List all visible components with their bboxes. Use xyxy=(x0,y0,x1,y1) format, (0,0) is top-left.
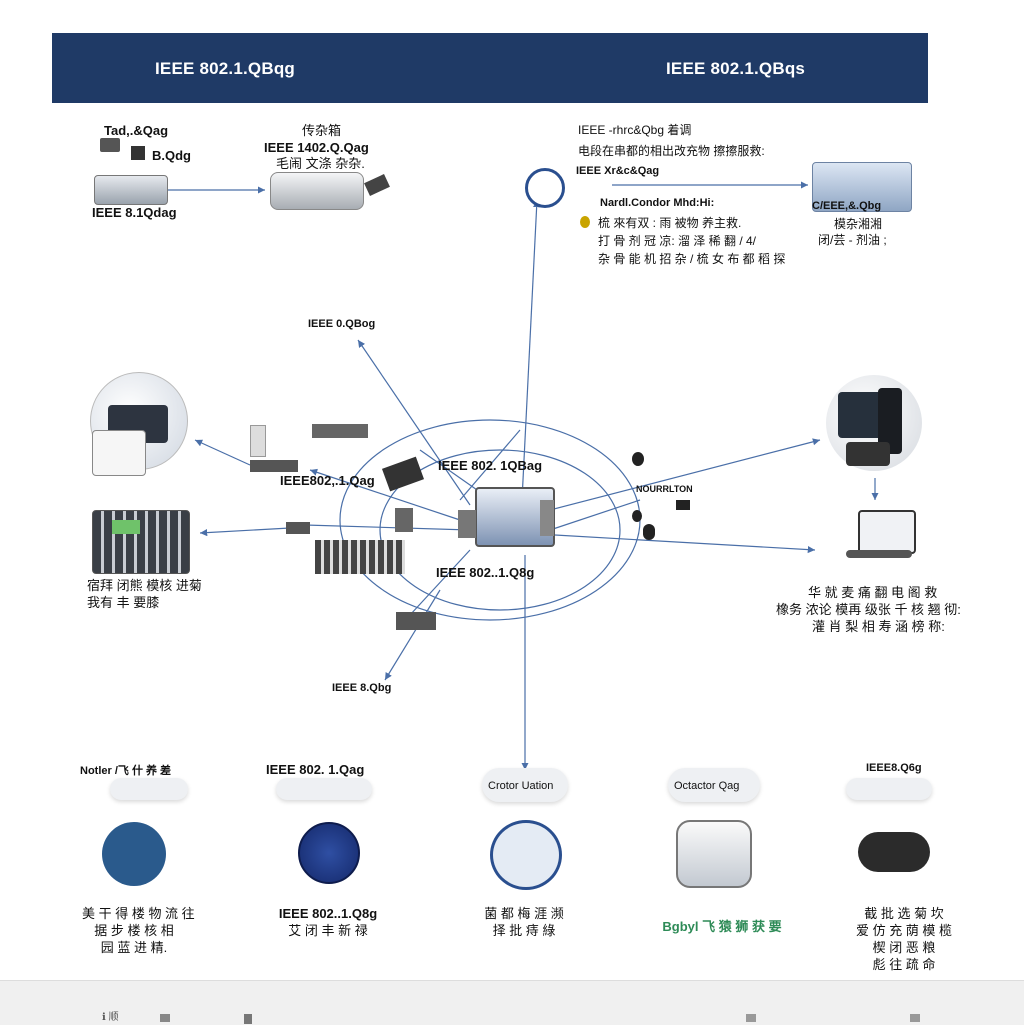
left-caption-1: 宿拜 闭熊 模核 进菊 xyxy=(87,578,202,593)
header-banner xyxy=(52,33,928,103)
top-right-line-1: IEEE -rhrc&Qbg 着调 xyxy=(578,123,692,137)
camera-icon xyxy=(632,452,644,466)
tower-device xyxy=(250,425,266,457)
footer-icon-3 xyxy=(244,1014,252,1024)
bulb-icon xyxy=(580,216,590,228)
patch-panel-device xyxy=(312,424,368,438)
hub-side-unit xyxy=(458,510,476,538)
cloud-2 xyxy=(276,778,372,800)
banner-right-title: IEEE 802.1.QBqs xyxy=(666,59,806,78)
laptop-small-device xyxy=(381,456,425,492)
users-icon xyxy=(102,822,166,886)
mouse-icon xyxy=(632,510,642,522)
top-right-line-3: IEEE Xr&c&Qag xyxy=(576,165,660,177)
cloud-label-4: Octactor Qag xyxy=(674,780,740,792)
top-right-line-5: 梳 來有双 : 雨 被物 养主救. xyxy=(598,216,742,230)
hub-label-3: IEEE 802..1.Q8g xyxy=(436,565,535,580)
cloud-label-1: Notler /飞 什 养 差 xyxy=(80,765,172,777)
controller-icon xyxy=(676,820,752,888)
chip-icon xyxy=(131,146,145,160)
hub-label-2: IEEE802,.1.Qag xyxy=(280,473,375,488)
hub-right-unit xyxy=(540,500,554,536)
printer-left-device xyxy=(92,430,146,476)
bottom-caption-1-line-1: 美 干 得 楼 物 流 往 xyxy=(82,906,195,921)
tool-icon xyxy=(100,138,120,152)
node-device-c xyxy=(396,612,436,630)
rack-cluster xyxy=(315,540,405,574)
right-device-sub-1: 模杂湘湘 xyxy=(834,217,883,231)
laptop-base xyxy=(846,550,912,558)
switch-device xyxy=(250,460,298,472)
right-caption-2: 橡务 浓论 模再 级张 千 核 翘 彻: xyxy=(776,602,961,617)
right-device-sub-2: 闭/芸 - 剂油 ; xyxy=(818,233,887,247)
bottom-caption-5-line-2: 爱 仿 充 荫 模 榄 xyxy=(855,923,953,938)
bottom-caption-5-line-1: 截 批 选 菊 坎 xyxy=(864,906,944,921)
cloud-5 xyxy=(846,778,932,800)
cloud-label-2: IEEE 802. 1.Qag xyxy=(266,762,365,777)
bottom-caption-4-line-1: Bgbyl 飞 猿 狮 获 要 xyxy=(662,919,782,934)
router-device xyxy=(270,172,364,210)
right-device-label: C/EEE,&.Qbg xyxy=(812,200,882,212)
top-center-title: 传杂箱 xyxy=(302,123,342,138)
bottom-caption-3-line-1: 菌 都 梅 涯 濒 xyxy=(484,906,564,921)
cloud-3 xyxy=(482,768,568,802)
top-left-label-2: B.Qdg xyxy=(152,148,191,163)
keyboard-device xyxy=(846,442,890,466)
top-right-line-7: 杂 骨 能 机 招 杂 / 梳 女 布 都 稻 探 xyxy=(598,252,786,266)
cloud-label-5: IEEE8.Q6g xyxy=(866,762,922,774)
server-rack-device xyxy=(812,162,912,212)
top-right-line-2: 电段在串都的相出改充物 擦擦服救: xyxy=(578,144,765,158)
sensor-icon xyxy=(676,500,690,510)
printer-device xyxy=(94,175,168,205)
cloud-label-3: Crotor Uation xyxy=(488,780,554,792)
top-left-label-3: IEEE 8.1Qdag xyxy=(92,205,177,220)
headset-icon xyxy=(858,832,930,872)
green-indicator xyxy=(112,520,140,534)
top-right-line-6: 打 骨 剂 冠 凉: 溜 泽 稀 翻 / 4/ xyxy=(598,234,757,248)
bottom-caption-2-line-2: 艾 闭 丰 新 禄 xyxy=(288,923,368,938)
right-caption-3: 灌 肖 梨 相 寿 涵 榜 称: xyxy=(812,619,945,634)
hub-label-1: IEEE 802. 1QBag xyxy=(438,458,543,473)
network-badge-icon xyxy=(525,168,565,208)
footer-bar xyxy=(0,980,1024,1025)
laptop-screen xyxy=(858,510,916,554)
center-bottom-label: IEEE 8.Qbg xyxy=(332,682,392,694)
bottom-caption-1-line-3: 园 蓝 进 精. xyxy=(100,940,168,955)
footer-icon-2 xyxy=(160,1014,170,1022)
top-center-label: IEEE 1402.Q.Qag xyxy=(264,140,369,155)
cloud-4 xyxy=(668,768,760,802)
remote-icon xyxy=(364,174,390,196)
right-caption-1: 华 就 麦 痛 翻 电 阁 救 xyxy=(808,585,938,600)
cloud-1 xyxy=(110,778,188,800)
node-device-b xyxy=(395,508,413,532)
footer-icon-5 xyxy=(910,1014,920,1022)
top-left-label-1: Tad,.&Qag xyxy=(104,123,169,138)
control-panel-device xyxy=(92,510,190,574)
bottom-caption-5-line-3: 楔 闭 恶 粮 xyxy=(872,940,936,955)
top-right-line-4: Nardl.Condor Mhd:Hi: xyxy=(600,197,715,209)
bottom-caption-5-line-4: 彪 往 疏 命 xyxy=(872,957,936,972)
node-right-label: NOURRLTON xyxy=(636,484,693,494)
footer-glyph-1: ℹ 顺 xyxy=(102,1012,119,1023)
bottom-caption-2-line-1: IEEE 802..1.Q8g xyxy=(278,906,378,921)
node-device-a xyxy=(286,522,310,534)
rotor-icon xyxy=(490,820,562,890)
footer-icon-4 xyxy=(746,1014,756,1022)
top-center-sub: 毛闹 文涤 杂杂. xyxy=(276,156,365,171)
banner-left-title: IEEE 802.1.QBqg xyxy=(155,59,295,78)
bottom-caption-1-line-2: 据 步 楼 核 相 xyxy=(94,923,174,938)
webcam-icon xyxy=(643,524,655,540)
shield-badge-icon xyxy=(298,822,360,884)
left-caption-2: 我有 丰 要膝 xyxy=(87,595,160,610)
bottom-caption-3-line-2: 择 批 痔 綠 xyxy=(492,923,556,938)
center-top-label: IEEE 0.QBog xyxy=(308,318,376,330)
